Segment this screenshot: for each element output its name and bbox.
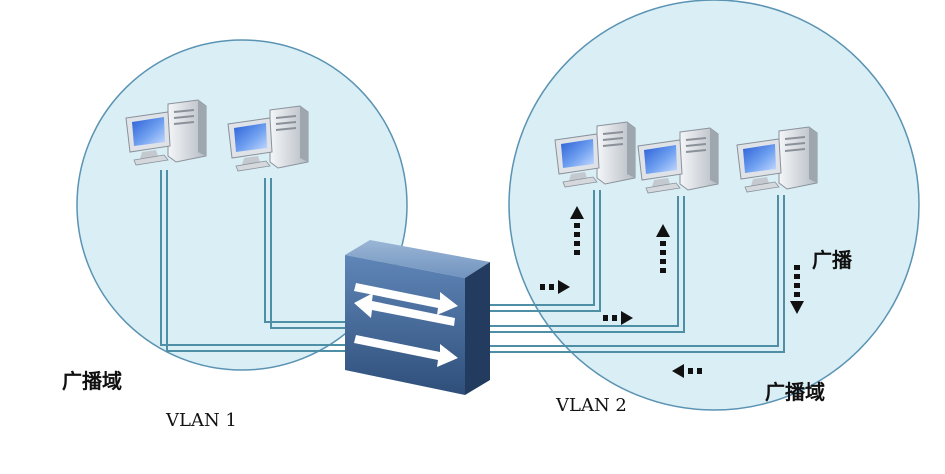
broadcast-arrow-up-2	[656, 224, 670, 273]
vlan2-broadcast-domain-circle	[508, 0, 920, 411]
broadcast-arrow-down	[790, 265, 804, 314]
broadcast-arrow-up-1	[570, 206, 584, 255]
broadcast-label: 广播	[812, 248, 853, 272]
switch-icon	[345, 240, 490, 395]
vlan1-label: VLAN 1	[165, 410, 237, 431]
vlan2-label: VLAN 2	[555, 395, 627, 416]
broadcast-arrows	[540, 206, 804, 378]
broadcast-arrow-left	[672, 364, 702, 378]
broadcast-domain-label-left: 广播域	[62, 369, 122, 393]
broadcast-domain-label-right: 广播域	[765, 380, 825, 404]
network-links	[160, 170, 785, 353]
